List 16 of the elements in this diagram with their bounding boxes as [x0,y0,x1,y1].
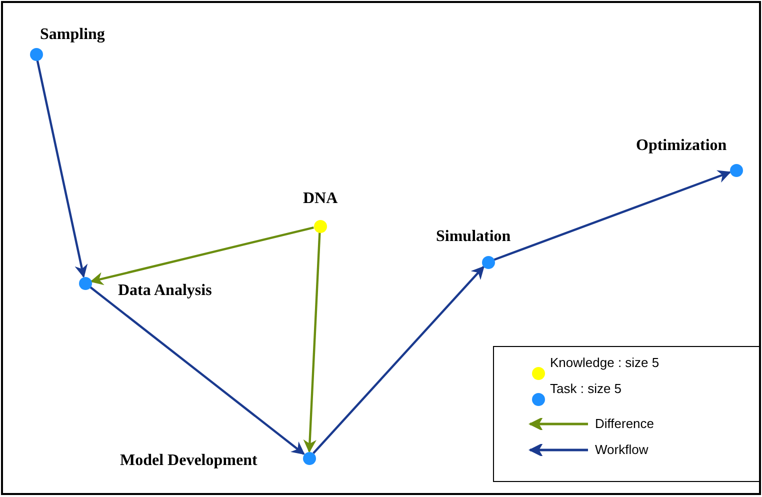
node-label: Model Development [120,452,258,470]
legend-label: Knowledge : size 5 [550,355,660,370]
legend-label: Difference [595,416,654,431]
legend-label: Workflow [595,442,648,457]
node-label: Data Analysis [118,282,212,300]
legend-label: Task : size 5 [550,381,622,396]
node-label: Optimization [636,137,727,155]
arrow [494,170,732,261]
arrow [36,60,88,278]
node-label: Sampling [40,26,105,44]
arrow [90,226,314,286]
node-label: Simulation [436,228,511,246]
node-label: DNA [303,190,338,208]
arrow [312,266,484,454]
arrow [303,232,321,453]
arrow [89,286,305,455]
